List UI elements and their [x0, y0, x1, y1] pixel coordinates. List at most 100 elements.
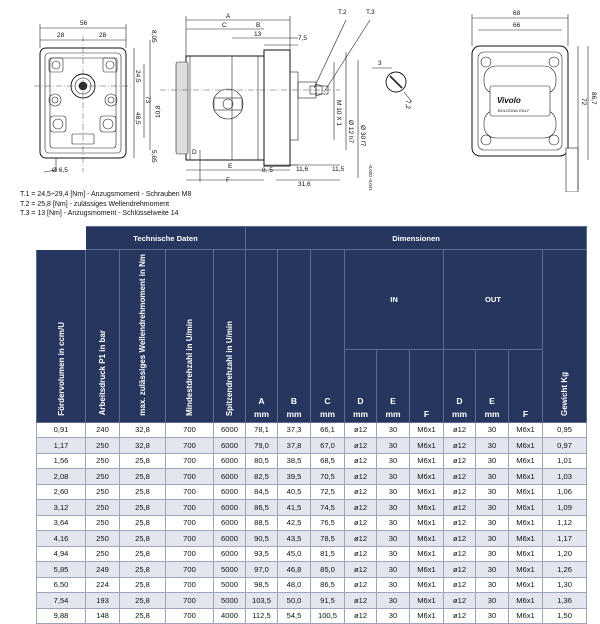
table-cell: 4,94 — [36, 545, 86, 563]
table-cell: 700 — [165, 561, 214, 578]
table-cell: 30 — [475, 421, 509, 439]
table-cell: ø12 — [443, 561, 476, 578]
table-cell: ø12 — [344, 514, 377, 532]
group-in: IN — [344, 249, 444, 350]
table-cell: 4000 — [213, 607, 246, 624]
table-cell: M6x1 — [508, 530, 543, 547]
table-cell: 81,5 — [310, 545, 345, 563]
table-cell: 30 — [376, 561, 410, 578]
label-t3: T.3 — [366, 9, 375, 16]
table-cell: 6000 — [213, 437, 246, 454]
table-cell: 1,03 — [541, 468, 588, 485]
col-in-f: F — [409, 348, 444, 423]
table-cell: 39,5 — [277, 468, 311, 485]
table-cell: 80,5 — [245, 452, 278, 470]
corner-cell — [36, 226, 86, 250]
table-cell: 193 — [85, 592, 120, 609]
table-cell: 25,8 — [119, 545, 166, 563]
table-cell: 88,5 — [245, 514, 278, 532]
table-cell: 5000 — [213, 576, 246, 594]
dim-5-65: 5,65 — [150, 150, 157, 163]
table-cell: 25,8 — [119, 452, 166, 470]
dim-56: 56 — [80, 20, 88, 27]
table-cell: M6x1 — [409, 421, 444, 439]
table-cell: 700 — [165, 421, 214, 439]
dim-f: F — [226, 177, 230, 184]
table-cell: 30 — [376, 483, 410, 501]
table-cell: 30 — [475, 545, 509, 563]
table-cell: 67,0 — [310, 437, 345, 454]
table-cell: 30 — [475, 514, 509, 532]
dim-7-5: 7,5 — [298, 35, 307, 42]
col-gewicht: Gewicht Kg — [541, 249, 588, 423]
table-cell: 30 — [376, 576, 410, 594]
table-cell: 30 — [475, 592, 509, 609]
table-cell: M6x1 — [409, 452, 444, 470]
table-cell: 5000 — [213, 592, 246, 609]
table-cell: 4,16 — [36, 530, 86, 547]
dim-31-6: 31,6 — [298, 181, 311, 188]
table-cell: M6x1 — [508, 468, 543, 485]
table-cell: 1,26 — [541, 561, 588, 578]
table-cell: ø12 — [344, 421, 377, 439]
dim-28a: 28 — [57, 32, 65, 39]
table-cell: 54,5 — [277, 607, 311, 624]
table-cell: 1,12 — [541, 514, 588, 532]
table-cell: ø12 — [344, 545, 377, 563]
table-cell: M6x1 — [508, 421, 543, 439]
table-cell: ø12 — [443, 421, 476, 439]
table-cell: 1,06 — [541, 483, 588, 501]
table-cell: 6000 — [213, 468, 246, 485]
front-view-labels: 56 28 28 24,5 8,05 73 48,5 5,65 Ø 6,5 — [52, 20, 157, 174]
table-cell: 30 — [376, 545, 410, 563]
dim-86-7: 86,7 — [590, 92, 597, 105]
table-cell: 1,30 — [541, 576, 588, 594]
table-cell: 103,5 — [245, 592, 278, 609]
table-cell: 30 — [376, 437, 410, 454]
table-cell: 250 — [85, 452, 120, 470]
table-cell: 249 — [85, 561, 120, 578]
table-cell: M6x1 — [409, 514, 444, 532]
table-cell: M6x1 — [409, 437, 444, 454]
table-cell: ø12 — [344, 468, 377, 485]
table-cell: 5000 — [213, 561, 246, 578]
col-arbeitsdruck: Arbeitsdruck P1 in bar — [85, 249, 120, 423]
dim-a: A — [226, 13, 231, 20]
table-cell: 30 — [475, 607, 509, 624]
table-cell: 30 — [475, 561, 509, 578]
col-spitzendrehzahl: Spitzendrehzahl in U/min — [213, 249, 246, 423]
table-cell: 250 — [85, 437, 120, 454]
table-cell: 1,36 — [541, 592, 588, 609]
dim-10-8: 10,8 — [155, 105, 162, 118]
table-cell: 30 — [376, 592, 410, 609]
table-cell: 25,8 — [119, 530, 166, 547]
table-cell: 70,5 — [310, 468, 345, 485]
table-cell: M6x1 — [508, 576, 543, 594]
dim-dia-12: Ø 12 h7 — [347, 120, 354, 144]
table-cell: 93,5 — [245, 545, 278, 563]
table-cell: 2,08 — [36, 468, 86, 485]
table-cell: 97,0 — [245, 561, 278, 578]
table-cell: 90,5 — [245, 530, 278, 547]
table-cell: 1,20 — [541, 545, 588, 563]
table-cell: M6x1 — [508, 607, 543, 624]
table-cell: 100,5 — [310, 607, 345, 624]
table-cell: 6000 — [213, 530, 246, 547]
table-cell: 86,5 — [245, 499, 278, 516]
dim-dia-6-5: Ø 6,5 — [52, 167, 68, 174]
table-cell: ø12 — [443, 468, 476, 485]
table-cell: 250 — [85, 530, 120, 547]
table-cell: 91,5 — [310, 592, 345, 609]
table-cell: 42,5 — [277, 514, 311, 532]
nameplate-sub: BOLOGNA ITALY — [498, 108, 530, 113]
table-cell: ø12 — [344, 530, 377, 547]
side-view — [160, 16, 413, 182]
